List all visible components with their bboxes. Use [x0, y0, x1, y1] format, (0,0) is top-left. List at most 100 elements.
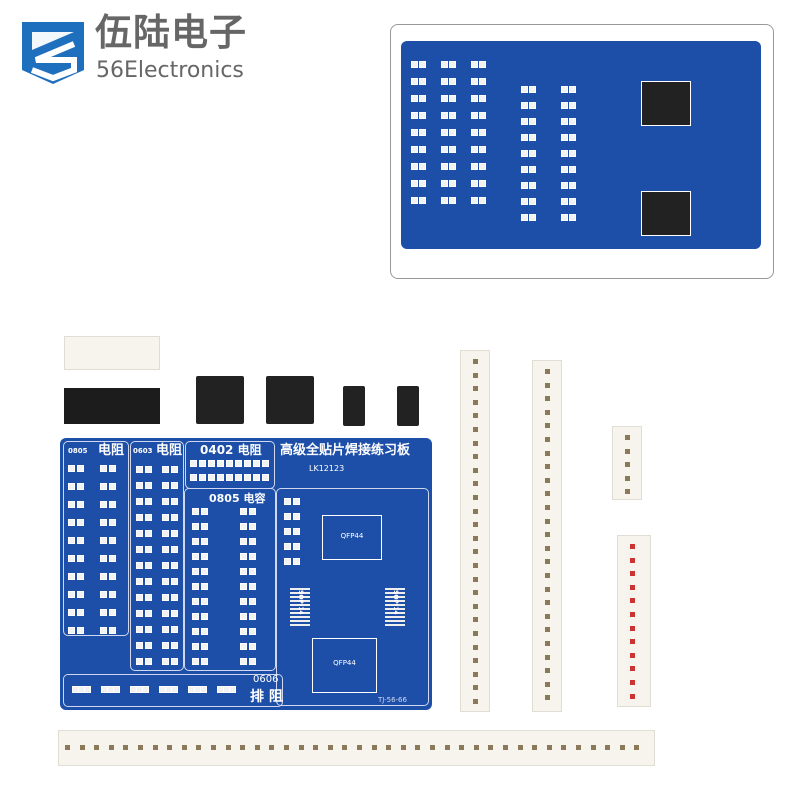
solder-pad: [471, 61, 478, 68]
solder-pad: [226, 474, 233, 481]
solder-pad: [479, 112, 486, 119]
smd-component: [327, 745, 333, 750]
smd-component: [545, 450, 550, 456]
solder-pad: [145, 658, 152, 665]
solder-pad: [253, 474, 260, 481]
solder-pad: [77, 573, 84, 580]
smd-component: [269, 745, 275, 750]
solder-pad: [145, 594, 152, 601]
solder-pad: [569, 166, 576, 173]
solder-pad: [68, 519, 75, 526]
solder-pad: [419, 163, 426, 170]
solder-pad: [419, 129, 426, 136]
smd-component: [545, 477, 550, 483]
solder-pad: [521, 182, 528, 189]
solder-pad: [84, 686, 91, 693]
qfp44-footprint-bottom: QFP44: [312, 638, 377, 693]
smd-component: [545, 409, 550, 415]
smd-component: [473, 685, 478, 691]
solder-pad: [561, 198, 568, 205]
solder-pad: [561, 150, 568, 157]
smd-component: [630, 544, 635, 549]
practice-pcb-board: 0805 电阻 0603 电阻 0402 电阻 0805 电容 高级全贴片焊接练…: [60, 438, 432, 710]
smd-component: [152, 745, 158, 750]
smd-component: [576, 745, 581, 750]
solder-pad: [293, 558, 300, 565]
solder-pad: [201, 628, 208, 635]
solder-pad: [171, 610, 178, 617]
solder-pad: [411, 180, 418, 187]
smd-component: [473, 386, 478, 392]
solder-pad: [100, 519, 107, 526]
smd-component: [473, 427, 478, 432]
solder-pad: [262, 474, 269, 481]
solder-pad: [441, 163, 448, 170]
smd-component: [430, 745, 435, 750]
solder-pad: [100, 465, 107, 472]
solder-pad: [449, 163, 456, 170]
solder-pad: [521, 166, 528, 173]
solder-pad: [136, 482, 143, 489]
smd-component: [123, 745, 129, 750]
solder-pad: [561, 182, 568, 189]
section-0805-capacitor: [184, 488, 276, 671]
solder-pad: [479, 163, 486, 170]
smd-component: [625, 435, 630, 440]
solder-pad: [441, 180, 448, 187]
solder-pad: [479, 146, 486, 153]
smd-component: [313, 745, 319, 750]
smd-component: [545, 695, 550, 701]
solder-pad: [171, 530, 178, 537]
solder-pad: [192, 643, 199, 650]
solder-pad: [162, 594, 169, 601]
smd-component: [630, 612, 635, 617]
solder-pad: [68, 465, 75, 472]
smd-component: [630, 625, 635, 631]
smd-component: [545, 586, 550, 592]
solder-pad: [411, 78, 418, 85]
smd-component: [473, 576, 478, 582]
solder-pad: [192, 523, 199, 530]
smd-component: [625, 489, 630, 495]
solder-pad: [441, 129, 448, 136]
solder-pad: [284, 513, 291, 520]
solder-pad: [100, 591, 107, 598]
solder-pad: [162, 530, 169, 537]
smd-component: [254, 745, 260, 750]
solder-pad: [235, 474, 242, 481]
smd-component: [473, 440, 478, 446]
smd-component: [545, 641, 550, 646]
solder-pad: [521, 214, 528, 221]
solder-pad: [284, 558, 291, 565]
solder-pad: [419, 180, 426, 187]
solder-pad: [561, 134, 568, 141]
solder-pad: [521, 198, 528, 205]
solder-pad: [240, 508, 247, 515]
label-0606: 0606: [253, 674, 279, 685]
solder-pad: [529, 118, 536, 125]
board-code: TJ-56-66: [378, 696, 407, 704]
solder-pad: [253, 460, 260, 467]
solder-pad: [561, 102, 568, 109]
qfp44-chip-1: [196, 376, 244, 424]
solder-pad: [77, 519, 84, 526]
smd-component: [630, 666, 635, 672]
solder-pad: [561, 166, 568, 173]
solder-pad: [171, 498, 178, 505]
smd-component: [79, 745, 85, 750]
solder-pad: [411, 129, 418, 136]
solder-pad: [293, 543, 300, 550]
solder-pad: [471, 146, 478, 153]
smd-component: [473, 372, 478, 378]
label-resistor-2: 电阻: [156, 443, 183, 458]
solder-pad: [192, 583, 199, 590]
solder-pad: [171, 594, 178, 601]
solder-pad: [411, 95, 418, 102]
solder-pad: [109, 555, 116, 562]
solder-pad: [113, 686, 120, 693]
smd-component: [284, 745, 289, 750]
smd-component: [545, 437, 550, 442]
solder-pad: [293, 498, 300, 505]
solder-pad: [449, 129, 456, 136]
smd-component: [545, 505, 550, 510]
